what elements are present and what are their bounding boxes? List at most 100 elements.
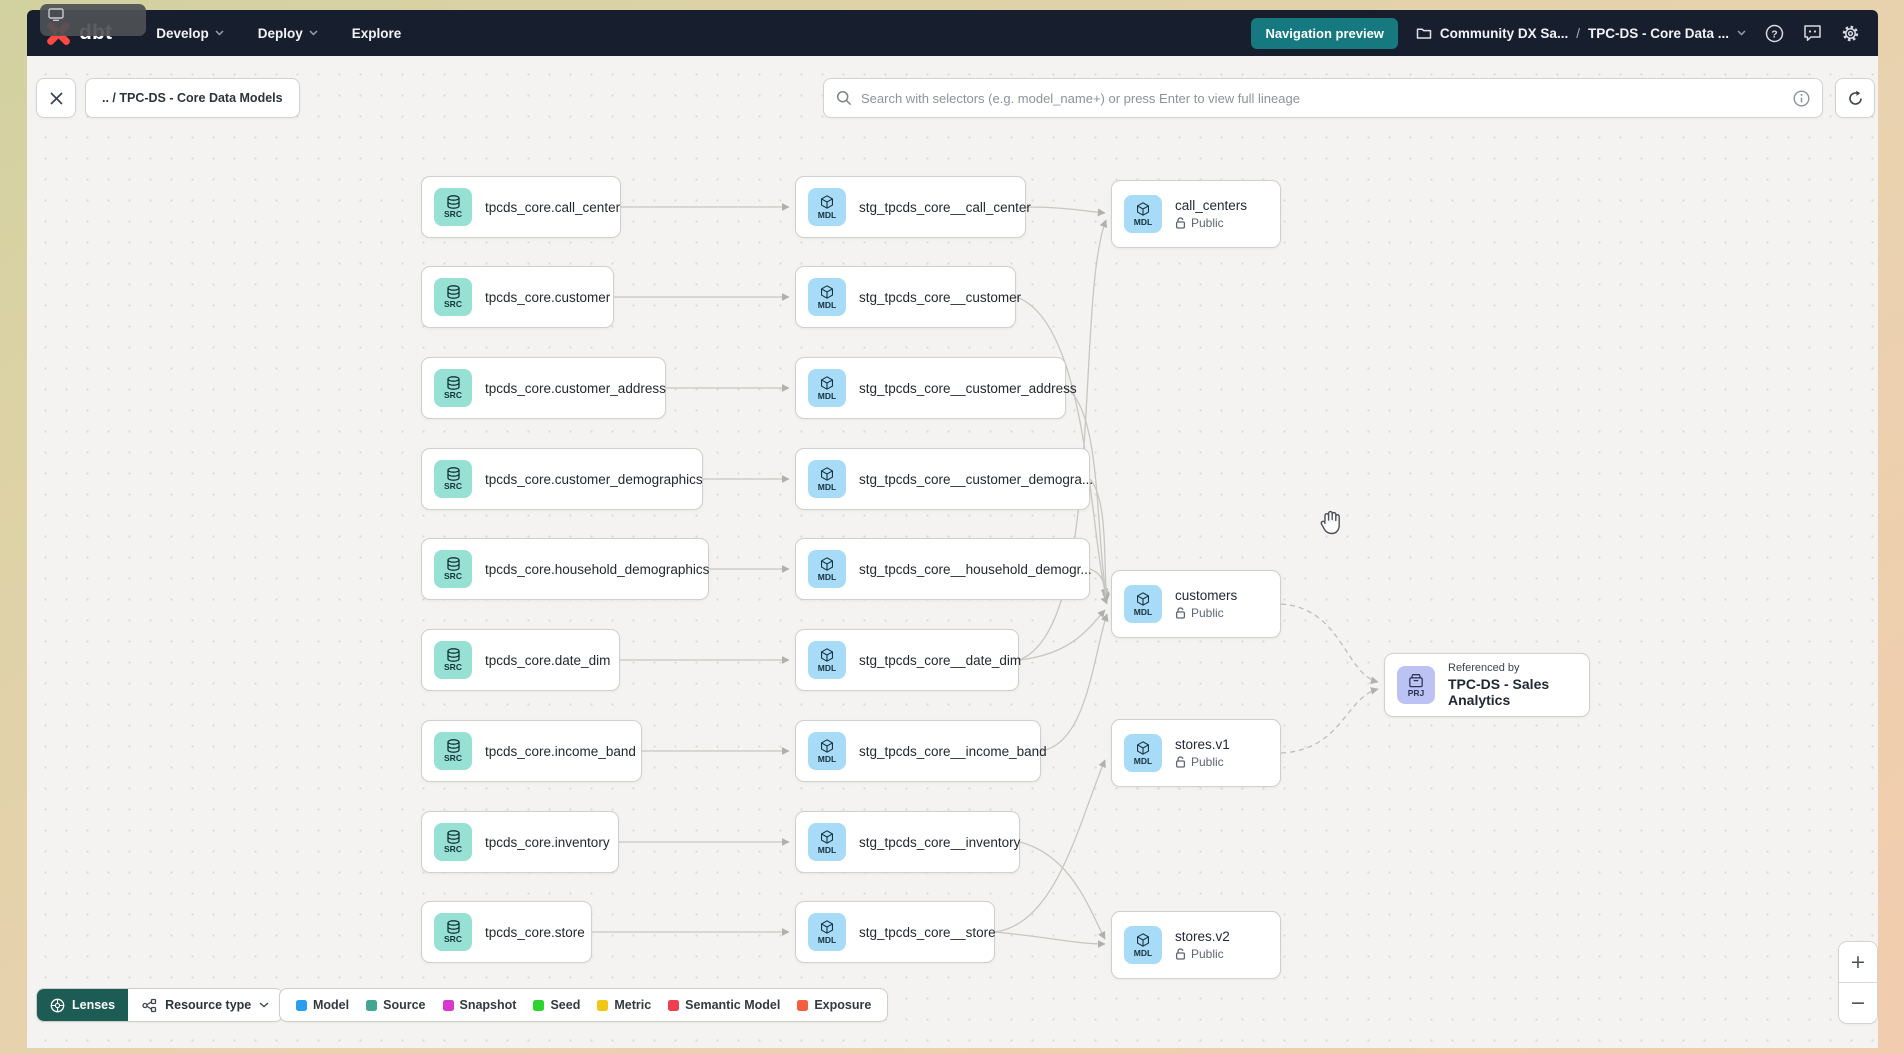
settings-gear-icon[interactable] (1840, 23, 1860, 43)
node-label: stg_tpcds_core__date_dim (859, 652, 1022, 668)
node-label: tpcds_core.household_demographics (485, 561, 710, 577)
breadcrumb-separator: / (1576, 25, 1580, 41)
model-node-stg-customer[interactable]: MDL stg_tpcds_core__customer (795, 266, 1021, 328)
model-node-stores-v1[interactable]: MDL stores.v1 Public (1111, 719, 1281, 787)
source-badge-label: SRC (444, 934, 462, 945)
legend-item-semantic-model: Semantic Model (668, 998, 780, 1012)
model-node-stg-household-demographics[interactable]: MDL stg_tpcds_core__household_demogr... (795, 538, 1092, 600)
model-badge-label: MDL (1133, 948, 1153, 959)
model-icon: MDL (1124, 585, 1162, 623)
legend-item-source: Source (366, 998, 426, 1012)
info-icon[interactable] (1793, 89, 1810, 107)
model-badge-label: MDL (1133, 217, 1153, 228)
lineage-breadcrumb[interactable]: .. / TPC-DS - Core Data Models (85, 78, 300, 118)
legend-label: Seed (550, 998, 581, 1012)
node-label: call_centers (1175, 198, 1248, 213)
chevron-down-icon (259, 1002, 269, 1008)
access-badge: Public (1175, 216, 1247, 230)
legend-swatch (296, 999, 307, 1011)
model-node-stg-income-band[interactable]: MDL stg_tpcds_core__income_band (795, 720, 1047, 782)
model-node-stg-store[interactable]: MDL stg_tpcds_core__store (795, 901, 996, 963)
source-icon: SRC (434, 188, 472, 226)
model-icon: MDL (1124, 926, 1162, 964)
source-node-household-demographics[interactable]: SRC tpcds_core.household_demographics (421, 538, 709, 600)
project-badge-label: PRJ (1407, 687, 1425, 698)
model-node-stg-inventory[interactable]: MDL stg_tpcds_core__inventory (795, 811, 1020, 873)
source-node-inventory[interactable]: SRC tpcds_core.inventory (421, 811, 619, 873)
source-node-customer-address[interactable]: SRC tpcds_core.customer_address (421, 357, 666, 419)
project-name: TPC-DS - Core Data ... (1587, 25, 1729, 41)
lineage-canvas[interactable]: .. / TPC-DS - Core Data Models (27, 56, 1878, 1048)
help-icon[interactable]: ? (1764, 23, 1784, 43)
model-badge-label: MDL (817, 572, 837, 583)
source-icon: SRC (434, 278, 472, 316)
model-icon: MDL (808, 823, 846, 861)
breadcrumb: .. / TPC-DS - Core Data Models (102, 91, 283, 105)
model-icon: MDL (1124, 195, 1162, 233)
folder-icon (1416, 28, 1432, 39)
nav-deploy[interactable]: Deploy (258, 26, 318, 41)
model-node-stores-v2[interactable]: MDL stores.v2 Public (1111, 911, 1281, 979)
lenses-button[interactable]: Lenses (37, 989, 129, 1021)
zoom-out-button[interactable]: − (1839, 983, 1877, 1023)
source-badge-label: SRC (444, 481, 462, 492)
search-input[interactable] (861, 90, 1784, 106)
model-icon: MDL (808, 641, 846, 679)
source-node-income-band[interactable]: SRC tpcds_core.income_band (421, 720, 642, 782)
access-badge: Public (1175, 606, 1237, 620)
model-node-stg-date-dim[interactable]: MDL stg_tpcds_core__date_dim (795, 629, 1022, 691)
navigation-preview-button[interactable]: Navigation preview (1251, 17, 1398, 49)
project-selector[interactable]: Community DX Sa... / TPC-DS - Core Data … (1416, 26, 1746, 41)
zoom-in-button[interactable]: + (1839, 942, 1877, 982)
source-icon: SRC (434, 732, 472, 770)
model-badge-label: MDL (817, 663, 837, 674)
close-lineage-button[interactable] (36, 78, 76, 118)
legend-item-seed: Seed (533, 998, 580, 1012)
source-node-customer-demographics[interactable]: SRC tpcds_core.customer_demographics (421, 448, 703, 510)
node-label: stg_tpcds_core__call_center (859, 199, 1031, 215)
model-node-customers[interactable]: MDL customers Public (1111, 570, 1281, 638)
model-badge-label: MDL (817, 845, 837, 856)
refresh-lineage-button[interactable] (1835, 78, 1875, 118)
model-node-stg-call-center[interactable]: MDL stg_tpcds_core__call_center (795, 176, 1031, 238)
unlock-icon (1175, 756, 1186, 768)
legend-label: Semantic Model (685, 998, 781, 1012)
model-badge-label: MDL (1133, 607, 1153, 618)
access-badge: Public (1175, 755, 1230, 769)
refresh-icon (1848, 90, 1862, 105)
source-node-customer[interactable]: SRC tpcds_core.customer (421, 266, 614, 328)
source-node-store[interactable]: SRC tpcds_core.store (421, 901, 592, 963)
node-label: stg_tpcds_core__store (859, 924, 996, 940)
model-node-call-centers[interactable]: MDL call_centers Public (1111, 180, 1281, 248)
project-node-sales-analytics[interactable]: PRJ Referenced by TPC-DS - Sales Analyti… (1384, 653, 1590, 717)
legend-swatch (442, 999, 454, 1011)
node-label: tpcds_core.customer_demographics (485, 471, 703, 487)
node-label: stores.v2 (1175, 929, 1230, 944)
unlock-icon (1175, 948, 1186, 960)
source-node-date-dim[interactable]: SRC tpcds_core.date_dim (421, 629, 620, 691)
source-node-call-center[interactable]: SRC tpcds_core.call_center (421, 176, 621, 238)
legend-item-exposure: Exposure (797, 998, 871, 1012)
source-badge-label: SRC (444, 299, 462, 310)
nav-explore[interactable]: Explore (352, 26, 402, 41)
legend-label: Source (383, 998, 426, 1012)
nav-develop[interactable]: Develop (156, 26, 224, 41)
model-icon: MDL (808, 369, 846, 407)
access-label: Public (1191, 755, 1224, 769)
access-label: Public (1191, 606, 1224, 620)
dbt-app-window: dbt Develop Deploy Explore Navigation pr… (27, 10, 1878, 1048)
close-icon (49, 91, 63, 105)
resource-type-button[interactable]: Resource type (128, 989, 283, 1021)
legend-swatch (797, 999, 809, 1011)
model-node-stg-customer-demographics[interactable]: MDL stg_tpcds_core__customer_demogra... (795, 448, 1093, 510)
model-badge-label: MDL (817, 300, 837, 311)
node-label: stg_tpcds_core__customer_address (859, 380, 1077, 396)
feedback-icon[interactable] (1802, 23, 1822, 43)
source-badge-label: SRC (444, 390, 462, 401)
chevron-down-icon (215, 30, 224, 36)
lenses-label: Lenses (72, 998, 116, 1012)
model-icon: MDL (808, 188, 846, 226)
referenced-by-label: Referenced by (1448, 662, 1520, 674)
model-node-stg-customer-address[interactable]: MDL stg_tpcds_core__customer_address (795, 357, 1077, 419)
source-icon: SRC (434, 550, 472, 588)
